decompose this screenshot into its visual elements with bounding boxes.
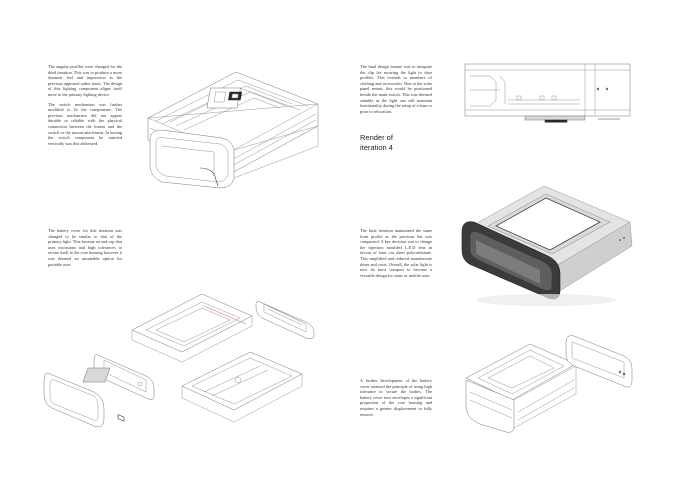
top-cover-part [131,293,253,363]
paragraph-angular-profiles: The angular profiles were changed for th… [48,64,122,97]
render-front-bezel [461,221,561,300]
iteration-text-block-5: A further development of the battery cov… [360,378,432,421]
iteration-text-block-2: The final design feature was to integrat… [360,64,432,118]
iteration-text-block-4: The battery cover for this iteration was… [48,228,122,271]
base-tray-part [82,351,303,423]
paragraph-battery-cover: The battery cover for this iteration was… [48,228,122,267]
paragraph-further-development: A further development of the battery cov… [360,378,432,417]
battery-cover-part [565,335,633,388]
render-top-shell [467,185,633,293]
paragraph-switch-mechanism: The switch mechanism was further modifie… [48,101,122,146]
switch-housing-button [206,87,243,109]
iteration-text-block-1: The angular profiles were changed for th… [48,64,122,150]
render-heading: Render of iteration 4 [360,133,393,152]
paragraph-final-iteration: The final iteration maintained the same … [360,228,432,278]
core-housing-part [465,343,577,433]
housing-body [147,71,319,189]
end-cap-right-part [255,301,315,339]
end-cap-left-part [43,372,105,428]
paragraph-final-design-feature: The final design feature was to integrat… [360,64,432,114]
iteration-text-block-3: The final iteration maintained the same … [360,228,432,282]
